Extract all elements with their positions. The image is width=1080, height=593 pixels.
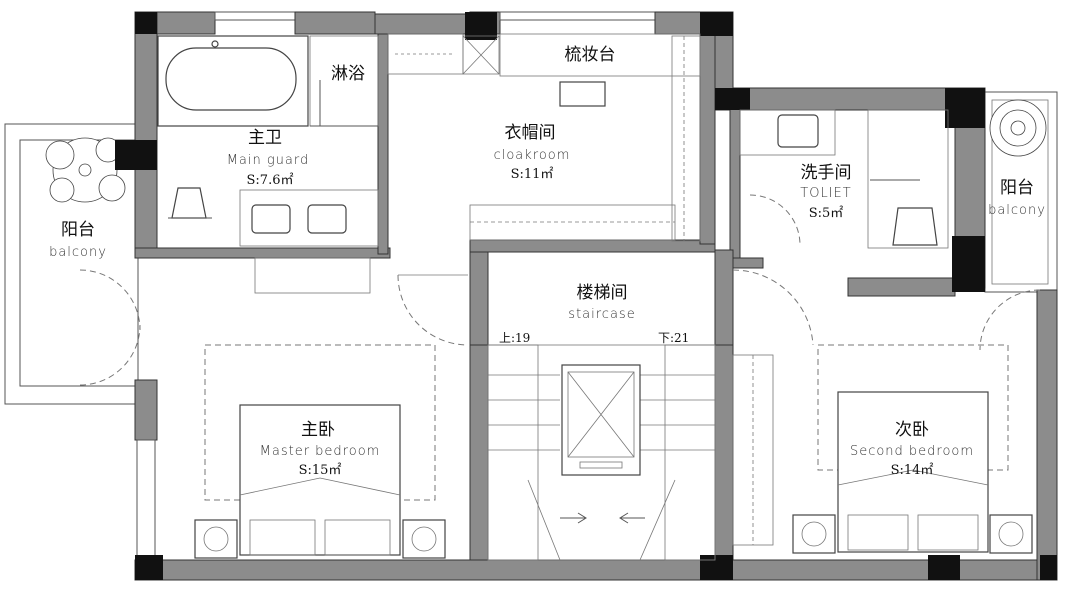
shower-label: 淋浴 (331, 64, 365, 84)
vanity-stool-icon (559, 81, 606, 107)
master-bath-fixtures (157, 35, 379, 294)
master-bath-en: Main guard (227, 153, 310, 168)
toilet-label: 洗手间 (801, 163, 852, 183)
stairs-down-label: 下:21 (658, 331, 689, 345)
left-balcony (4, 123, 139, 405)
master-bath-area: S:7.6㎡ (247, 173, 294, 188)
cloakroom-area: S:11㎡ (511, 167, 554, 182)
balcony-left-label: 阳台 (61, 220, 95, 240)
toilet-icon (171, 187, 207, 219)
balcony-right-label: 阳台 (1000, 178, 1034, 198)
bed-icon (239, 404, 401, 556)
master-bath-label: 主卫 (248, 128, 282, 148)
nightstand-icon (792, 514, 836, 554)
sink-icon (307, 204, 347, 234)
second-bedroom-area: S:14㎡ (891, 463, 934, 478)
doors (79, 194, 1041, 386)
master-bedroom-area: S:15㎡ (299, 463, 342, 478)
toilet-icon (892, 207, 938, 246)
cloakroom-en: cloakroom (494, 148, 571, 163)
vanity-label: 梳妆台 (565, 45, 616, 65)
walls (134, 11, 1058, 581)
plant-icon (989, 99, 1047, 157)
toilet-en: TOLIET (800, 186, 851, 201)
balcony-right-en: balcony (988, 203, 1046, 218)
staircase-en: staircase (568, 307, 635, 322)
second-bedroom-label: 次卧 (895, 420, 929, 440)
cloakroom-fixtures (387, 33, 701, 242)
second-bedroom-en: Second bedroom (850, 444, 974, 459)
stairs-up-label: 上:19 (499, 331, 530, 345)
plant-icon (45, 137, 126, 203)
sink-icon (251, 204, 291, 234)
columns (115, 12, 1057, 580)
master-bedroom-en: Master bedroom (260, 444, 381, 459)
sink-icon (777, 114, 819, 148)
staircase-label: 楼梯间 (577, 283, 628, 303)
bed-icon (837, 391, 989, 553)
cloakroom-label: 衣帽间 (505, 123, 556, 143)
second-bedroom-fixtures (732, 344, 1033, 554)
nightstand-icon (402, 519, 446, 559)
master-bedroom-label: 主卧 (301, 420, 335, 440)
balcony-left-en: balcony (49, 245, 107, 260)
master-bedroom-fixtures (194, 344, 446, 559)
right-balcony (984, 91, 1058, 293)
room-labels: 淋浴 梳妆台 主卫 Main guard S:7.6㎡ 衣帽间 cloakroo… (49, 45, 1046, 478)
nightstand-icon (989, 514, 1033, 554)
staircase-fixtures (487, 344, 716, 561)
nightstand-icon (194, 519, 238, 559)
toilet-area: S:5㎡ (809, 206, 844, 221)
toilet-room-fixtures (739, 109, 949, 249)
